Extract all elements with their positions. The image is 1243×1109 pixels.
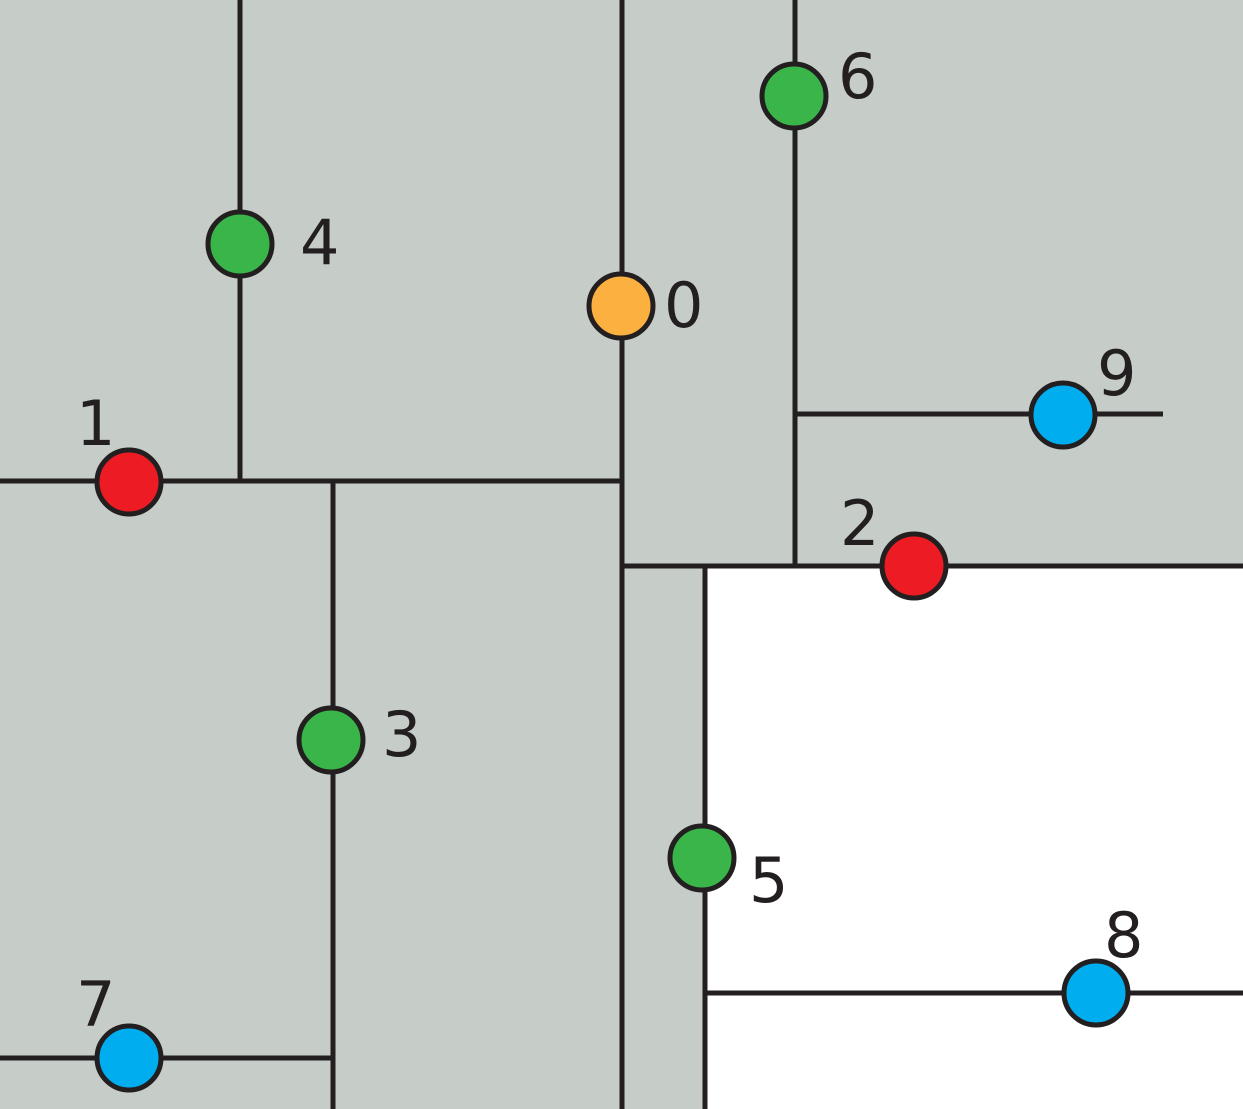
node-label-6: 6 — [838, 40, 877, 113]
region-top-left — [0, 0, 622, 1109]
region-top-right — [622, 0, 1243, 568]
node-5 — [667, 823, 737, 893]
node-3 — [296, 705, 366, 775]
node-9 — [1028, 380, 1098, 450]
node-label-8: 8 — [1104, 899, 1143, 972]
node-label-3: 3 — [382, 698, 421, 771]
node-label-4: 4 — [300, 206, 339, 279]
node-labels: 0 1 2 3 4 5 6 7 8 9 — [76, 40, 1143, 1041]
node-2 — [879, 531, 949, 601]
node-7 — [94, 1023, 164, 1093]
node-label-1: 1 — [76, 387, 115, 460]
node-label-2: 2 — [840, 487, 879, 560]
node-6 — [759, 61, 829, 131]
node-4 — [205, 209, 275, 279]
node-1 — [94, 447, 164, 517]
node-label-0: 0 — [664, 269, 703, 342]
node-label-7: 7 — [76, 968, 115, 1041]
nodes — [94, 61, 1131, 1093]
node-0 — [586, 271, 656, 341]
node-label-9: 9 — [1097, 337, 1136, 410]
node-8 — [1061, 958, 1131, 1028]
node-label-5: 5 — [749, 844, 788, 917]
